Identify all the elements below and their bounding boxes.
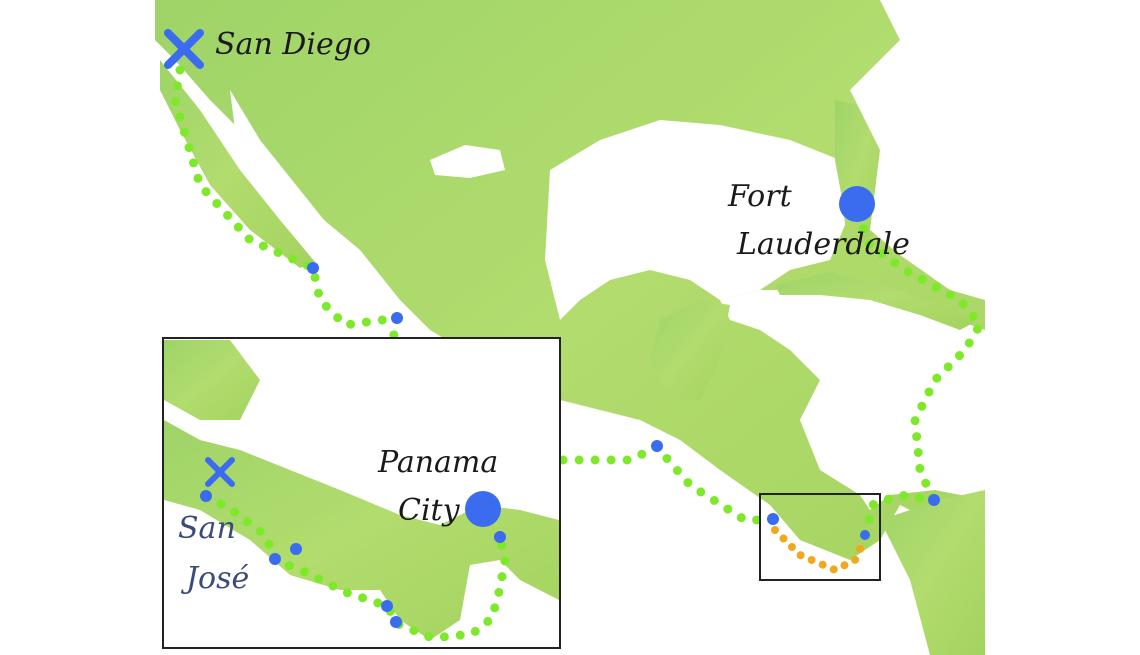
route-return: [853, 210, 986, 540]
label-san-diego: San Diego: [215, 27, 371, 62]
label-fort-lauderdale-1: Fort: [728, 179, 792, 214]
route-panama-coast: [771, 526, 869, 575]
land-cuba: [775, 272, 975, 330]
stop-marker[interactable]: [494, 531, 506, 543]
label-panama-city-2: City: [398, 493, 460, 528]
stop-marker[interactable]: [391, 312, 403, 324]
stop-marker[interactable]: [767, 513, 779, 525]
panama-city-marker[interactable]: [465, 491, 501, 527]
land-baja: [160, 60, 315, 268]
san-jose-x-icon: [205, 457, 235, 487]
route-main: [170, 65, 778, 525]
label-panama-city-1: Panama: [378, 445, 499, 480]
water-atlantic: [850, 0, 985, 300]
stop-marker[interactable]: [651, 440, 663, 452]
inset-land: [164, 420, 559, 640]
land-yucatan: [650, 300, 730, 400]
stop-marker[interactable]: [860, 530, 870, 540]
stop-marker[interactable]: [290, 543, 302, 555]
fort-lauderdale-marker[interactable]: [839, 186, 875, 222]
label-san-jose-2: José: [186, 561, 250, 596]
stop-marker[interactable]: [269, 553, 281, 565]
land-south-america: [880, 490, 985, 655]
port-stops: [200, 186, 940, 628]
stop-marker[interactable]: [200, 490, 212, 502]
inset-land-north: [164, 340, 260, 420]
stop-marker[interactable]: [381, 600, 393, 612]
label-fort-lauderdale-2: Lauderdale: [737, 227, 910, 262]
water-gulf-of-mexico: [545, 120, 845, 320]
lake-patch: [430, 145, 505, 178]
stop-marker[interactable]: [928, 494, 940, 506]
label-san-jose-1: San: [178, 511, 236, 546]
inset-route: [202, 491, 510, 643]
inset-indicator-box: [759, 493, 881, 581]
stop-marker[interactable]: [390, 616, 402, 628]
san-diego-x-icon: [164, 29, 204, 69]
stop-marker[interactable]: [307, 262, 319, 274]
